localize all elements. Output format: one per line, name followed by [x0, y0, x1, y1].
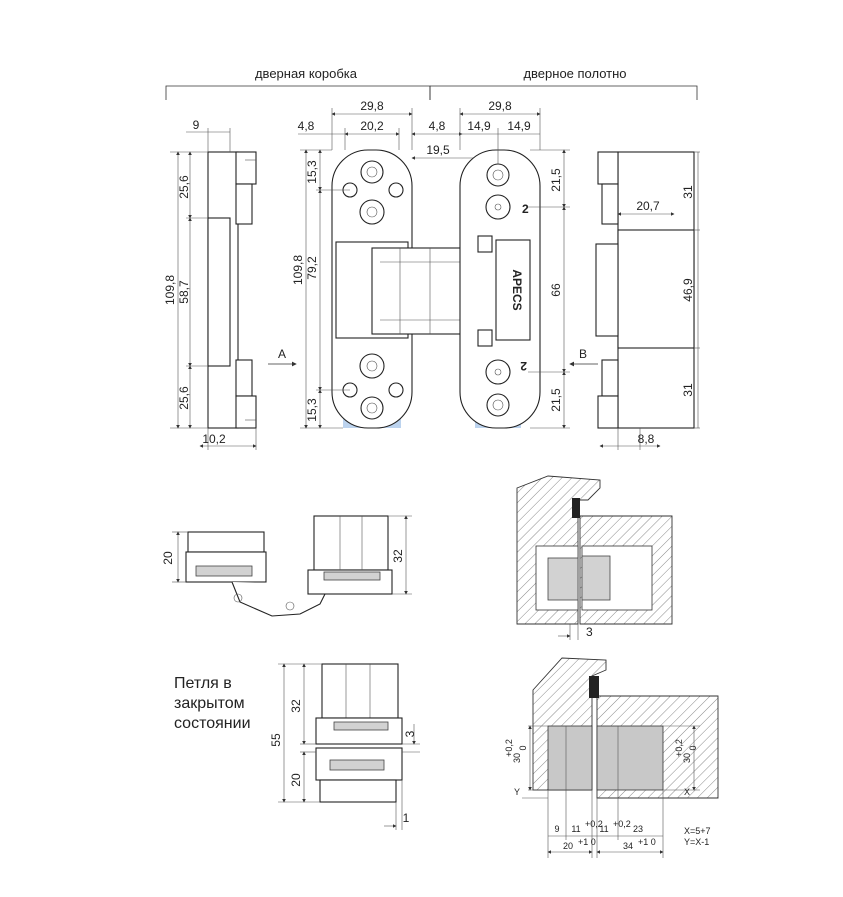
back-dimensions	[459, 108, 570, 429]
dim-sec-3: 3	[586, 625, 593, 639]
dim-inst-30-right-tol: +0,2	[674, 739, 684, 757]
left-side-view	[207, 151, 257, 429]
dim-inst-11a: 11	[571, 824, 580, 834]
right-side-view	[595, 151, 695, 429]
closed-hinge-view	[315, 663, 403, 803]
dim-left-9: 9	[193, 118, 200, 132]
closed-label-2: закрытом	[174, 695, 245, 712]
dim-inst-30-left-tol0: 0	[518, 745, 528, 750]
dim-inst-30-right: 30	[682, 753, 692, 763]
dim-front-79-2: 79,2	[305, 256, 319, 280]
dim-left-25-6-top: 25,6	[177, 175, 191, 199]
dim-inst-20-tol: +1 0	[578, 837, 596, 847]
dim-back-66: 66	[549, 283, 563, 297]
closed-dimensions	[278, 663, 420, 830]
dim-right-31-bot: 31	[681, 383, 695, 397]
dim-inst-11b: 11	[599, 824, 608, 834]
dim-right-46-9: 46,9	[681, 278, 695, 302]
back-view	[459, 149, 541, 429]
right-dimensions	[599, 151, 700, 450]
marker-2-bottom: 2	[520, 359, 527, 373]
dim-right-8-8: 8,8	[638, 432, 655, 446]
dim-inst-20: 20	[563, 841, 573, 851]
dim-inst-30-left-tol: +0,2	[504, 739, 514, 757]
dim-inst-y: Y	[514, 787, 520, 797]
open-dimensions	[172, 515, 412, 595]
open-hinge-view	[185, 515, 393, 617]
formula-y: Y=X-1	[684, 837, 709, 847]
dim-front-4-8: 4,8	[298, 119, 315, 133]
header-leaf: дверное полотно	[523, 66, 626, 81]
dim-mid-4-8: 4,8	[429, 119, 446, 133]
dim-front-20-2: 20,2	[360, 119, 384, 133]
dim-inst-23: 23	[633, 824, 643, 834]
front-view	[331, 149, 493, 429]
formula-x: X=5+7	[684, 826, 711, 836]
dim-back-21-5-bot: 21,5	[549, 388, 563, 412]
dim-left-109-8: 109,8	[163, 275, 177, 305]
dim-closed-32: 32	[289, 699, 303, 713]
dim-left-25-6-bot: 25,6	[177, 386, 191, 410]
dim-front-15-3-bot: 15,3	[305, 398, 319, 422]
dim-inst-34-tol: +1 0	[638, 837, 656, 847]
view-a-label: A	[278, 347, 286, 361]
dim-front-15-3-top: 15,3	[305, 160, 319, 184]
dim-back-21-5-top: 21,5	[549, 168, 563, 192]
front-dimensions	[298, 108, 413, 429]
dim-inst-30-right-tol0: 0	[688, 745, 698, 750]
closed-label-1: Петля в	[174, 675, 232, 692]
dim-closed-1: 1	[403, 811, 410, 825]
dim-front-109-8: 109,8	[291, 255, 305, 285]
dim-inst-9: 9	[554, 824, 559, 834]
brand-label: APECS	[510, 269, 524, 310]
dim-inst-30-left: 30	[512, 753, 522, 763]
dim-inst-11a-tol: +0,2	[585, 819, 603, 829]
dim-closed-20: 20	[289, 773, 303, 787]
dim-front-29-8: 29,8	[360, 99, 384, 113]
dim-left-10-2: 10,2	[202, 432, 226, 446]
marker-2-top: 2	[522, 202, 529, 216]
left-dimensions	[170, 128, 257, 450]
dim-closed-3: 3	[403, 730, 417, 737]
closed-label-3: состоянии	[174, 715, 251, 732]
dim-left-58-7: 58,7	[177, 280, 191, 304]
dim-inst-11b-tol: +0,2	[613, 819, 631, 829]
dim-closed-55: 55	[269, 733, 283, 747]
dim-mid-19-5: 19,5	[426, 143, 450, 157]
dim-open-20: 20	[161, 551, 175, 565]
header-frame: дверная коробка	[255, 66, 358, 81]
section-view	[516, 475, 673, 640]
dim-back-29-8: 29,8	[488, 99, 512, 113]
dim-open-32: 32	[391, 549, 405, 563]
header-brackets	[165, 85, 698, 100]
dim-right-20-7: 20,7	[636, 199, 660, 213]
dim-right-31-top: 31	[681, 185, 695, 199]
dim-back-14-9-b: 14,9	[507, 119, 531, 133]
dim-back-14-9-a: 14,9	[467, 119, 491, 133]
dim-inst-x: X	[684, 787, 690, 797]
installation-view	[522, 657, 719, 858]
dim-inst-34: 34	[623, 841, 633, 851]
view-b-label: B	[579, 347, 587, 361]
